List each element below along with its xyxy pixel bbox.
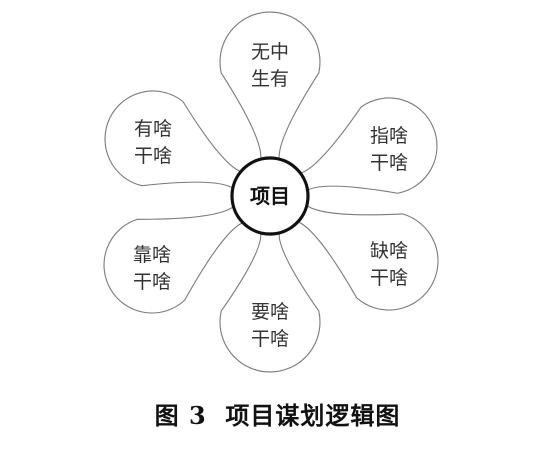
petal-3-shape xyxy=(295,203,439,311)
figure-caption: 图 3 项目谋划逻辑图 xyxy=(0,396,555,431)
figure-title: 项目谋划逻辑图 xyxy=(225,401,401,430)
petal-1-shape xyxy=(219,11,321,162)
figure-number: 图 3 xyxy=(154,401,207,430)
petal-4-label-line-1: 要啥 xyxy=(251,301,289,323)
petal-5-label-line-1: 靠啥 xyxy=(133,244,171,266)
petal-4-shape xyxy=(219,230,321,373)
petal-6-shape xyxy=(104,90,244,191)
center-node-label: 项目 xyxy=(250,184,290,208)
petal-3-label-line-2: 干啥 xyxy=(370,267,408,289)
petal-1-label-line-2: 生有 xyxy=(251,68,289,90)
petals-layer xyxy=(103,11,439,373)
petal-5-shape xyxy=(103,204,246,314)
petal-3-label-line-1: 缺啥 xyxy=(370,240,408,262)
petal-2-label-line-2: 干啥 xyxy=(370,152,408,174)
petal-6-label-line-1: 有啥 xyxy=(134,118,172,140)
petal-5-label-line-2: 干啥 xyxy=(133,271,171,293)
petal-1-label-line-1: 无中 xyxy=(251,41,289,63)
petal-2-label-line-1: 指啥 xyxy=(370,125,408,147)
center-node-circle xyxy=(230,156,310,236)
petal-4-label-line-2: 干啥 xyxy=(251,328,289,350)
petal-2-shape xyxy=(297,97,438,194)
petal-6-label-line-2: 干啥 xyxy=(134,145,172,167)
